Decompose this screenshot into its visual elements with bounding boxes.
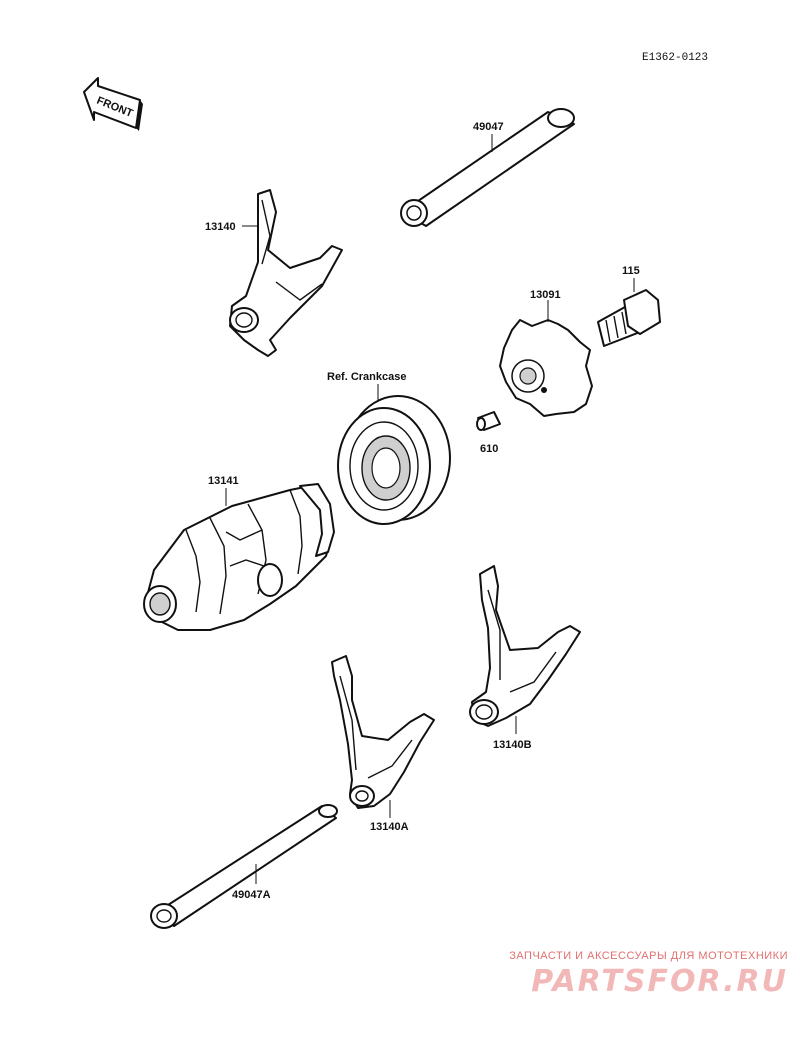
shift-drum <box>143 483 335 631</box>
label-shaft-bottom: 49047A <box>232 889 271 901</box>
watermark-logo: PARTSFOR.RU <box>531 964 788 999</box>
shift-shaft-bottom <box>150 804 338 929</box>
crankcase-bearing <box>337 395 451 525</box>
label-shaft-top: 49047 <box>473 121 504 133</box>
shift-fork-b <box>469 565 581 727</box>
label-drum: 13141 <box>208 475 239 487</box>
shift-fork-top <box>229 189 343 357</box>
label-star: 13091 <box>530 289 561 301</box>
label-bolt: 115 <box>622 265 640 277</box>
pin <box>476 411 501 431</box>
label-crankcase: Ref. Crankcase <box>327 371 407 383</box>
diagram-code: E1362-0123 <box>642 52 708 64</box>
label-pin: 610 <box>480 443 498 455</box>
watermark-caption: ЗАПЧАСТИ И АКСЕССУАРЫ ДЛЯ МОТОТЕХНИКИ <box>509 950 788 962</box>
label-fork-top: 13140 <box>205 221 236 233</box>
watermark: ЗАПЧАСТИ И АКСЕССУАРЫ ДЛЯ МОТОТЕХНИКИ PA… <box>509 950 788 999</box>
label-fork-a: 13140A <box>370 821 409 833</box>
shift-fork-a <box>331 655 435 809</box>
label-fork-b: 13140B <box>493 739 532 751</box>
shift-shaft-top <box>400 108 575 227</box>
bolt <box>597 289 661 347</box>
front-arrow-icon: FRONT <box>83 77 143 131</box>
shift-drum-star <box>499 319 593 417</box>
